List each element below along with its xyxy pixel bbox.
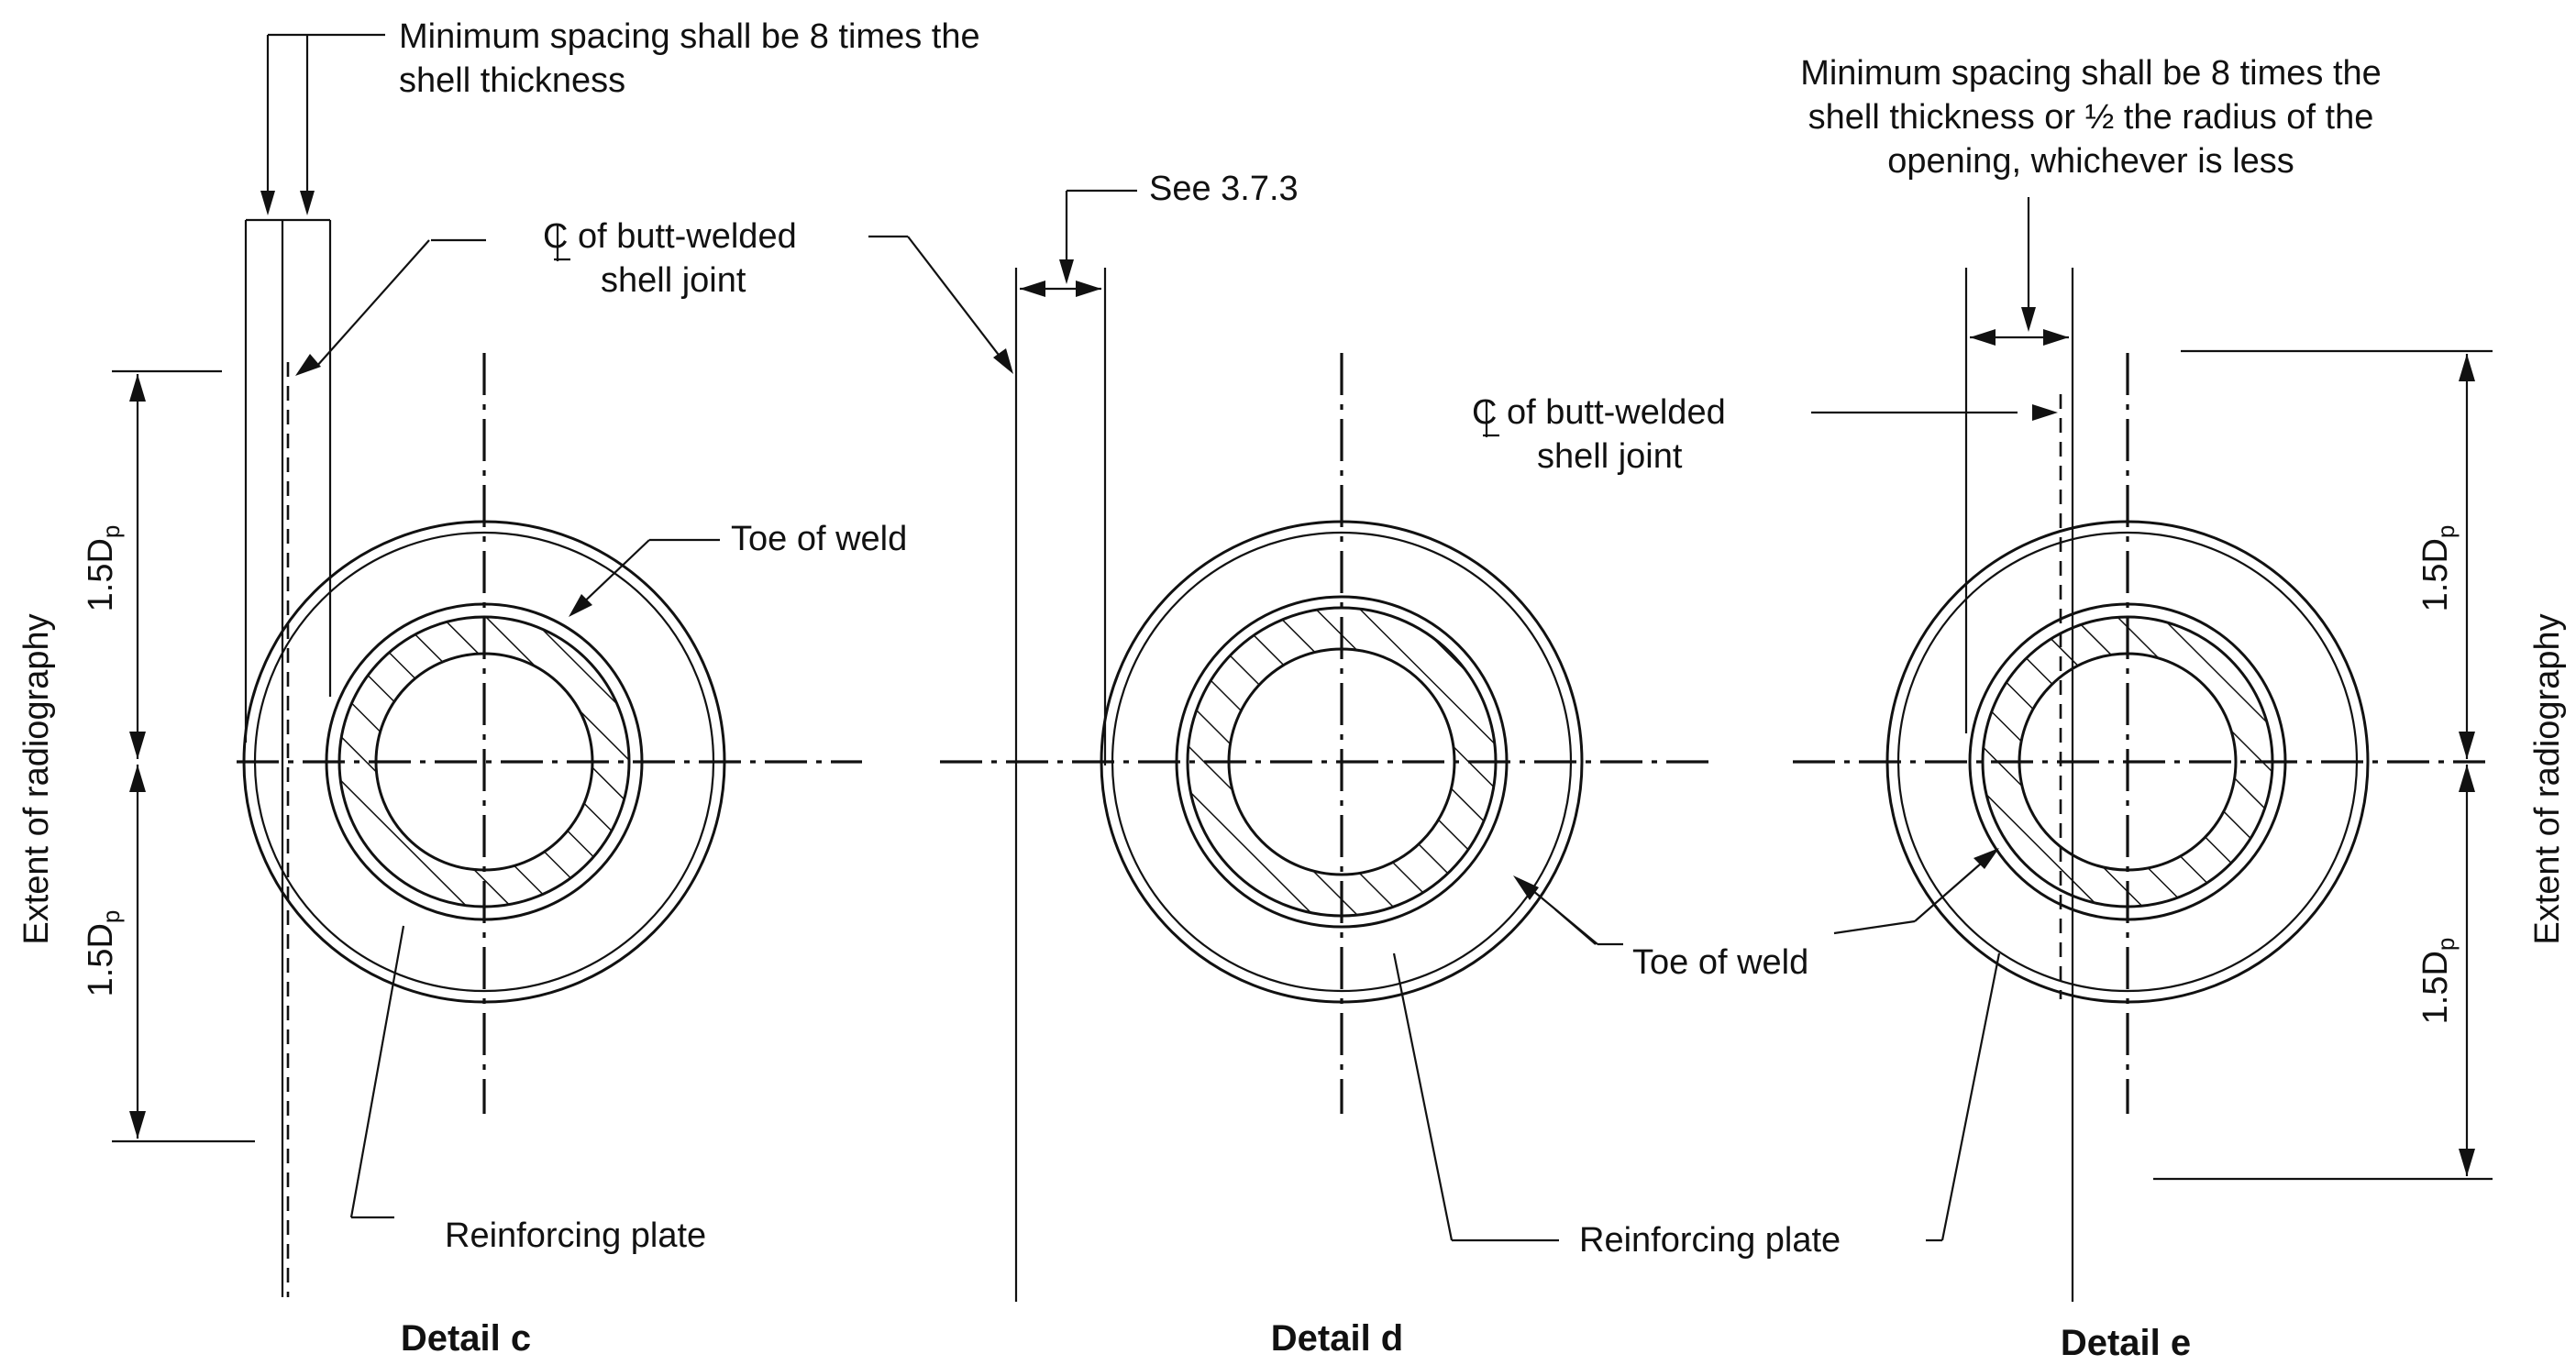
spacing-arrow-left-e [1970, 329, 1996, 346]
cl-joint-e-line1: of butt-welded [1507, 393, 1726, 432]
annotations: Minimum spacing shall be 8 times the she… [17, 17, 2567, 1363]
min-spacing-c-line1: Minimum spacing shall be 8 times the [399, 17, 980, 56]
min-spacing-e-line1: Minimum spacing shall be 8 times the [1800, 54, 2382, 93]
reinforcing-plate-c-label: Reinforcing plate [445, 1216, 706, 1255]
svg-text:1.5Dp: 1.5Dp [2416, 525, 2460, 612]
detail-e-title: Detail e [2061, 1323, 2191, 1363]
min-spacing-e-line3: opening, whichever is less [1887, 142, 2294, 181]
reinforcing-plate-leader-d [1392, 952, 1454, 1241]
cl-symbol-c: C [543, 217, 568, 256]
toe-weld-arrow-c [569, 594, 592, 617]
svg-text:1.5Dp: 1.5Dp [2416, 938, 2460, 1025]
see-373-leader-arrow [1059, 259, 1074, 284]
toe-of-weld-c-label: Toe of weld [731, 520, 907, 558]
dim-arrow-4-e [2459, 1149, 2475, 1176]
toe-weld-leader-shelf-e [1833, 919, 1916, 935]
centerline-symbol-c: C [543, 217, 570, 261]
spacing-arrow-b-c [300, 191, 315, 215]
dim-arrow-4-c [129, 1111, 146, 1139]
dim-arrow-2-e [2459, 732, 2475, 759]
dim-arrow-1-c [129, 374, 146, 402]
extent-of-radiography-left: Extent of radiography [17, 613, 56, 944]
dim-arrow-1-e [2459, 354, 2475, 381]
shell-joint-leader-d [907, 236, 1005, 363]
cl-joint-c-line2: shell joint [601, 261, 746, 300]
spacing-arrow-a-c [260, 191, 275, 215]
see-373-arrow-right [1076, 281, 1101, 297]
detail-e-figure [1793, 197, 2493, 1302]
detail-d-title: Detail d [1271, 1318, 1403, 1359]
toe-of-weld-de-label: Toe of weld [1632, 943, 1808, 982]
toe-weld-leader-c [575, 539, 650, 611]
reinforcing-plate-leader-c [349, 925, 405, 1218]
min-spacing-e-line2: shell thickness or ½ the radius of the [1808, 98, 2374, 137]
reinforcing-plate-de-label: Reinforcing plate [1579, 1221, 1841, 1260]
toe-weld-arrow-d [1513, 875, 1539, 900]
detail-d-figure [868, 189, 1713, 1302]
toe-weld-leader-d-2 [1521, 881, 1598, 945]
detail-c-title: Detail c [401, 1318, 531, 1359]
cl-joint-arrow-c [295, 354, 321, 376]
spacing-leader-arrow-e [2021, 307, 2036, 332]
dim-label-c-top: 1.5Dp [82, 525, 125, 612]
cl-joint-e-line2: shell joint [1537, 437, 1683, 476]
svg-text:1.5Dp: 1.5Dp [82, 910, 125, 997]
dim-arrow-2-c [129, 732, 146, 759]
see-373-arrow-left [1020, 281, 1045, 297]
shell-joint-arrow-d [993, 348, 1013, 374]
dim-arrow-3-e [2459, 765, 2475, 792]
spacing-arrow-right-e [2043, 329, 2069, 346]
see-373-label: See 3.7.3 [1149, 170, 1299, 208]
reinforcing-plate-leader-e [1940, 952, 2001, 1241]
cl-symbol-e: C [1472, 393, 1497, 432]
svg-text:1.5Dp: 1.5Dp [82, 525, 125, 612]
dim-arrow-3-c [129, 765, 146, 792]
cl-joint-leader-c [315, 239, 430, 368]
min-spacing-c-line2: shell thickness [399, 61, 625, 100]
toe-weld-arrow-e [1973, 848, 1999, 869]
dim-label-e-top: 1.5Dp [2416, 525, 2460, 612]
cl-joint-arrow-e [2032, 404, 2058, 421]
extent-of-radiography-right: Extent of radiography [2528, 613, 2567, 944]
dim-label-e-bottom: 1.5Dp [2416, 938, 2460, 1025]
centerline-symbol-e: C [1472, 393, 1499, 437]
toe-weld-leader-e [1914, 856, 1989, 922]
cl-joint-c-line1: of butt-welded [578, 217, 797, 256]
dim-label-c-bottom: 1.5Dp [82, 910, 125, 997]
